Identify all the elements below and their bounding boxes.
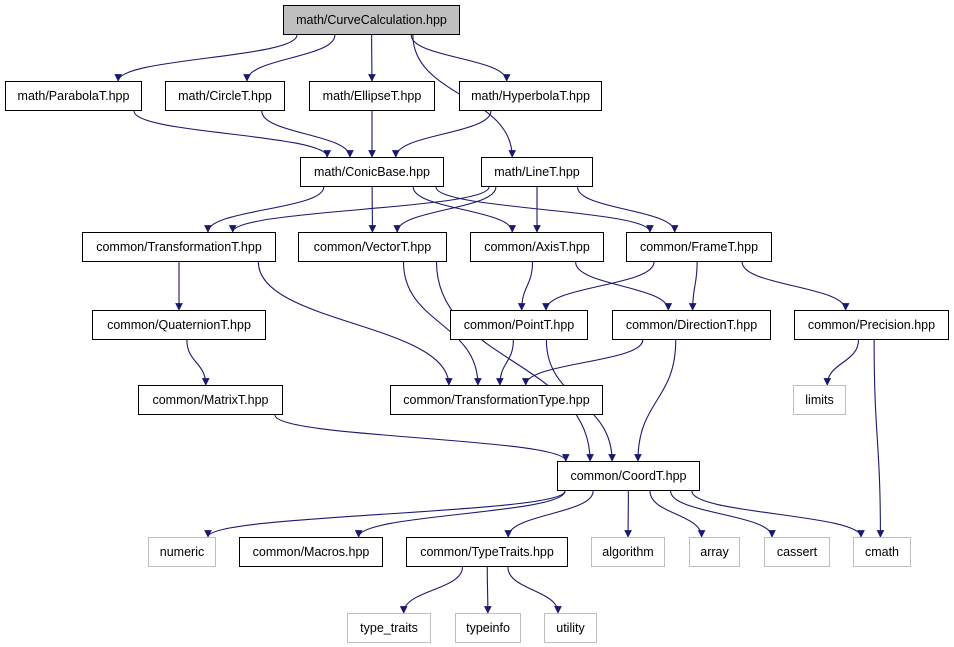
- edge-parabola-to-conic_base: [133, 110, 332, 158]
- node-cmath: cmath: [853, 537, 911, 567]
- node-macros[interactable]: common/Macros.hpp: [239, 537, 383, 567]
- node-point[interactable]: common/PointT.hpp: [450, 310, 588, 340]
- node-typeinfo: typeinfo: [455, 613, 521, 643]
- node-coord[interactable]: common/CoordT.hpp: [557, 461, 700, 491]
- node-quaternion[interactable]: common/QuaternionT.hpp: [92, 310, 266, 340]
- edge-curve_calculation-to-parabola: [114, 34, 298, 82]
- node-curve-calculation: math/CurveCalculation.hpp: [283, 5, 460, 35]
- node-conic-base[interactable]: math/ConicBase.hpp: [300, 157, 444, 187]
- node-array: array: [689, 537, 740, 567]
- node-circle[interactable]: math/CircleT.hpp: [165, 81, 285, 111]
- edge-direction-to-coord: [634, 339, 677, 462]
- edge-frame-to-point: [542, 261, 655, 311]
- edge-circle-to-conic_base: [261, 110, 354, 158]
- edge-coord-to-macros: [354, 490, 566, 538]
- node-cassert: cassert: [764, 537, 830, 567]
- edge-line-to-frame: [576, 186, 679, 233]
- node-hyperbola[interactable]: math/HyperbolaT.hpp: [459, 81, 602, 111]
- edge-vector-to-coord: [435, 261, 594, 462]
- node-utility: utility: [544, 613, 597, 643]
- edge-coord-to-cmath: [691, 490, 865, 538]
- node-matrix[interactable]: common/MatrixT.hpp: [138, 385, 283, 415]
- edge-line-to-vector: [393, 186, 497, 233]
- edge-coord-to-cassert: [670, 490, 776, 538]
- edge-axis-to-point: [517, 261, 534, 311]
- edge-conic_base-to-transformation: [204, 186, 325, 233]
- node-ellipse[interactable]: math/EllipseT.hpp: [309, 81, 435, 111]
- node-numeric: numeric: [148, 537, 216, 567]
- edge-frame-to-precision: [741, 261, 850, 311]
- edge-precision-to-limits: [823, 339, 860, 386]
- edge-coord-to-array: [649, 490, 706, 538]
- edge-point-to-transformation_type: [496, 339, 514, 386]
- edge-curve_calculation-to-hyperbola: [410, 34, 511, 82]
- node-limits: limits: [793, 385, 846, 415]
- edge-precision-to-cmath: [873, 339, 885, 538]
- node-frame[interactable]: common/FrameT.hpp: [626, 232, 772, 262]
- node-algorithm: algorithm: [591, 537, 665, 567]
- edge-hyperbola-to-conic_base: [391, 110, 492, 158]
- edge-type_traits_hpp-to-utility: [507, 566, 562, 614]
- edge-conic_base-to-frame: [435, 186, 654, 233]
- edge-coord-to-type_traits_hpp: [504, 490, 594, 538]
- node-transformation[interactable]: common/TransformationT.hpp: [82, 232, 276, 262]
- node-line[interactable]: math/LineT.hpp: [481, 157, 593, 187]
- edge-axis-to-direction: [575, 261, 673, 311]
- edge-direction-to-transformation_type: [521, 339, 644, 386]
- edge-coord-to-numeric: [204, 490, 566, 538]
- node-direction[interactable]: common/DirectionT.hpp: [612, 310, 771, 340]
- edge-quaternion-to-matrix: [186, 339, 210, 386]
- node-transformation-type[interactable]: common/TransformationType.hpp: [390, 385, 603, 415]
- node-vector[interactable]: common/VectorT.hpp: [298, 232, 447, 262]
- edge-conic_base-to-axis: [412, 186, 517, 233]
- edge-line-to-transformation: [228, 186, 490, 233]
- node-type-traits-hpp[interactable]: common/TypeTraits.hpp: [406, 537, 568, 567]
- node-precision[interactable]: common/Precision.hpp: [794, 310, 949, 340]
- edge-matrix-to-coord: [274, 414, 570, 462]
- edge-vector-to-transformation_type: [402, 261, 482, 386]
- edge-curve_calculation-to-circle: [243, 34, 336, 82]
- node-parabola[interactable]: math/ParabolaT.hpp: [5, 81, 142, 111]
- edge-frame-to-direction: [688, 261, 698, 311]
- edge-type_traits_hpp-to-type_traits: [399, 566, 464, 614]
- edge-type_traits_hpp-to-typeinfo: [483, 566, 492, 614]
- node-type-traits: type_traits: [347, 613, 431, 643]
- node-axis[interactable]: common/AxisT.hpp: [470, 232, 604, 262]
- edge-transformation-to-transformation_type: [257, 261, 453, 386]
